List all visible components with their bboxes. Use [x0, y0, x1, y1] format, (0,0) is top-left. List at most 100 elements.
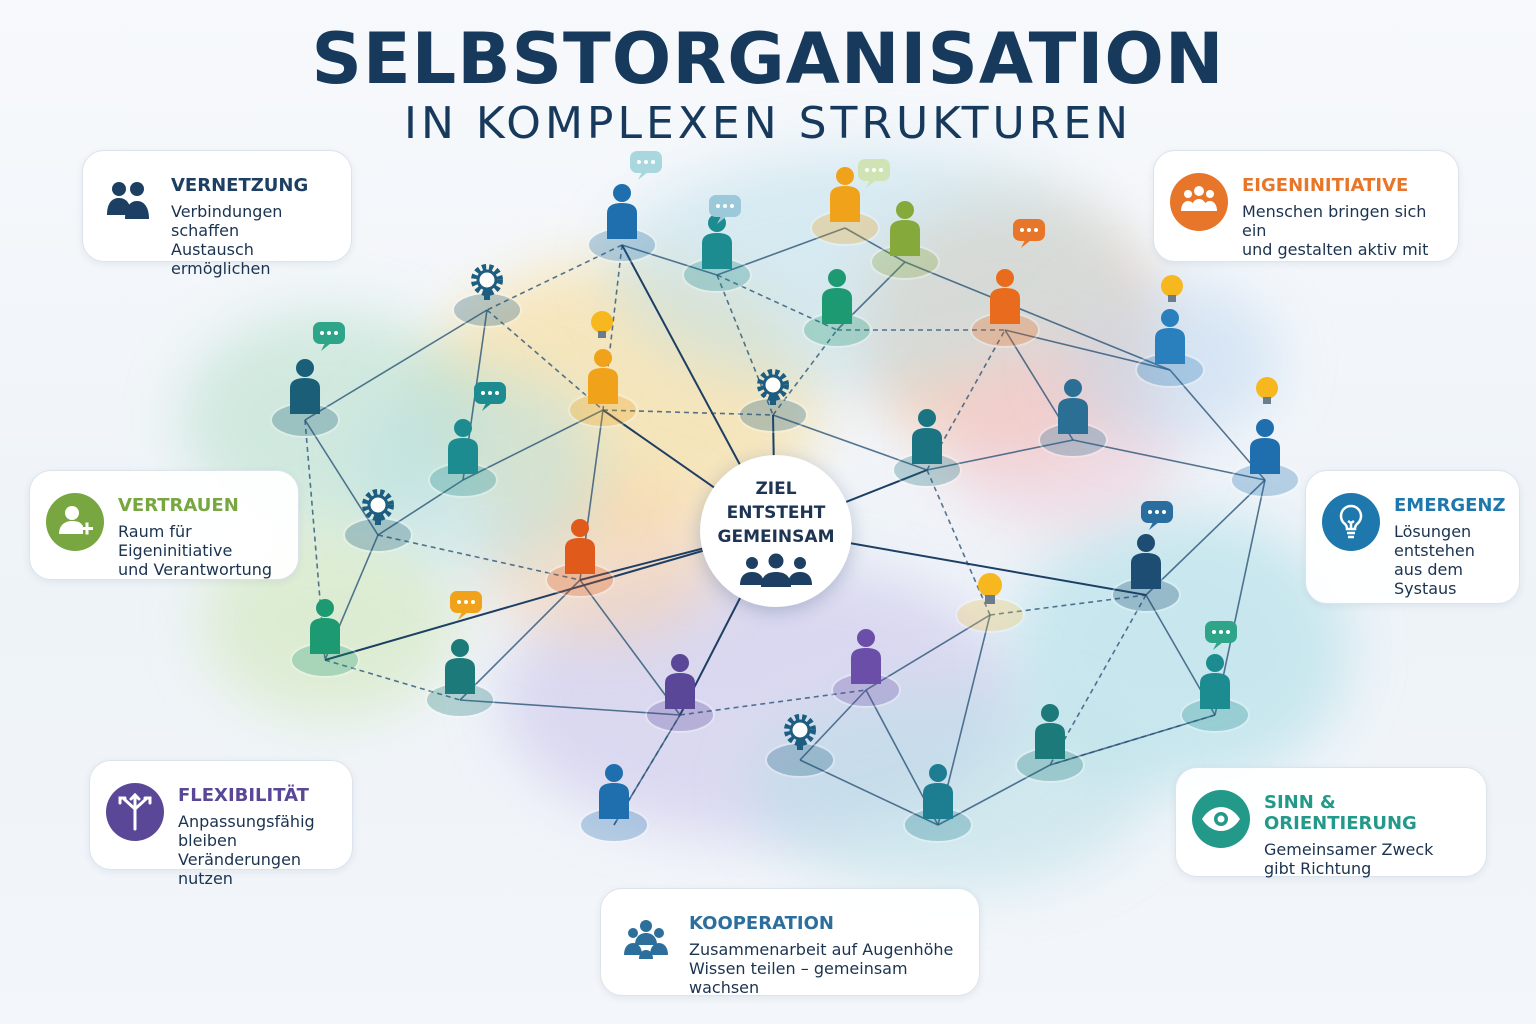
person-node: [290, 599, 360, 678]
network-edge: [679, 689, 867, 716]
network-edge: [1049, 594, 1147, 766]
card-text-line: Raum für Eigeninitiative: [118, 522, 233, 560]
person-icon: [1200, 654, 1230, 709]
person-node: [1180, 654, 1250, 733]
person-icon: [822, 269, 852, 324]
network-edge: [377, 534, 581, 581]
card-title: VERTRAUEN: [118, 495, 239, 516]
collaboration-icon: [617, 911, 675, 969]
person-node: [810, 167, 880, 246]
network-edge: [621, 244, 718, 276]
gear-icon: [362, 489, 394, 525]
person-node: [587, 184, 657, 263]
network-edge: [324, 659, 461, 701]
network-edge: [1049, 714, 1216, 766]
person-node: [802, 269, 872, 348]
network-edge: [377, 479, 464, 536]
network-edge: [1169, 369, 1266, 481]
card-text-line: Menschen bringen sich ein: [1242, 202, 1427, 240]
gear-node: [738, 369, 808, 433]
center-line-1: ZIEL: [755, 479, 797, 499]
card-title: KOOPERATION: [689, 913, 834, 934]
network-edge: [844, 227, 906, 263]
card-text-line: Verbindungen schaffen: [171, 202, 283, 240]
person-icon: [923, 764, 953, 819]
card-text-line: Veränderungen nutzen: [178, 850, 302, 888]
person-icon: [1131, 534, 1161, 589]
person-icon: [1250, 419, 1280, 474]
speech-bubble-icon: [1205, 621, 1237, 650]
gear-node: [452, 264, 522, 328]
lightbulb-icon: [1322, 493, 1380, 551]
network-edge: [462, 409, 604, 481]
card-text-line: gibt Richtung: [1264, 859, 1372, 878]
person-icon: [565, 519, 595, 574]
speech-bubble-icon: [709, 195, 741, 224]
speech-bubble-icon: [1013, 219, 1045, 248]
network-edge: [1072, 439, 1266, 481]
person-icon: [448, 419, 478, 474]
person-node: [579, 764, 649, 843]
card-text-line: aus dem Systaus: [1394, 560, 1463, 598]
person-node: [425, 639, 495, 718]
network-edge: [1004, 329, 1171, 371]
card-title: SINN & ORIENTIERUNG: [1264, 792, 1417, 834]
person-icon: [990, 269, 1020, 324]
person-icon: [665, 654, 695, 709]
person-node: [1135, 309, 1205, 388]
person-node: [1111, 534, 1181, 613]
user-plus-icon: [46, 493, 104, 551]
person-icon: [607, 184, 637, 239]
person-icon: [445, 639, 475, 694]
network-edge: [304, 419, 379, 536]
lightbulb-icon: [591, 311, 613, 338]
gear-icon: [471, 264, 503, 300]
person-node: [970, 269, 1040, 348]
speech-bubble-icon: [474, 382, 506, 411]
center-goal-circle: ZIEL ENTSTEHT GEMEINSAM: [700, 455, 852, 607]
person-node: [568, 349, 638, 428]
card-text-line: und Verantwortung: [118, 560, 273, 579]
network-edge: [486, 244, 623, 311]
network-edge: [1145, 479, 1266, 596]
blob: [360, 370, 600, 570]
card-text-line: Anpassungsfähig bleiben: [178, 812, 315, 850]
person-node: [682, 214, 752, 293]
card-title: FLEXIBILITÄT: [178, 785, 309, 806]
person-node: [428, 419, 498, 498]
team-icon: [1170, 173, 1228, 231]
person-icon: [1058, 379, 1088, 434]
person-node: [1230, 419, 1300, 498]
speech-bubble-icon: [313, 322, 345, 351]
person-icon: [830, 167, 860, 222]
person-node: [270, 359, 340, 438]
card-text-line: Zusammenarbeit auf Augenhöhe: [689, 940, 954, 959]
card-text-line: Lösungen: [1394, 522, 1472, 541]
network-edge: [304, 309, 488, 421]
center-line-2: ENTSTEHT: [726, 503, 826, 523]
person-icon: [851, 629, 881, 684]
network-edge: [459, 579, 581, 701]
network-edge: [799, 689, 867, 761]
network-edge: [716, 274, 838, 331]
speech-bubble-icon: [450, 591, 482, 620]
gear-icon: [757, 369, 789, 405]
network-edge: [716, 274, 774, 416]
lightbulb-icon: [978, 573, 1002, 604]
gear-node: [343, 489, 413, 553]
person-node: [645, 654, 715, 733]
network-edge: [486, 309, 604, 411]
center-line-3: GEMEINSAM: [717, 527, 835, 547]
person-icon: [599, 764, 629, 819]
people-icon: [99, 173, 157, 231]
person-icon: [310, 599, 340, 654]
person-node: [831, 629, 901, 708]
